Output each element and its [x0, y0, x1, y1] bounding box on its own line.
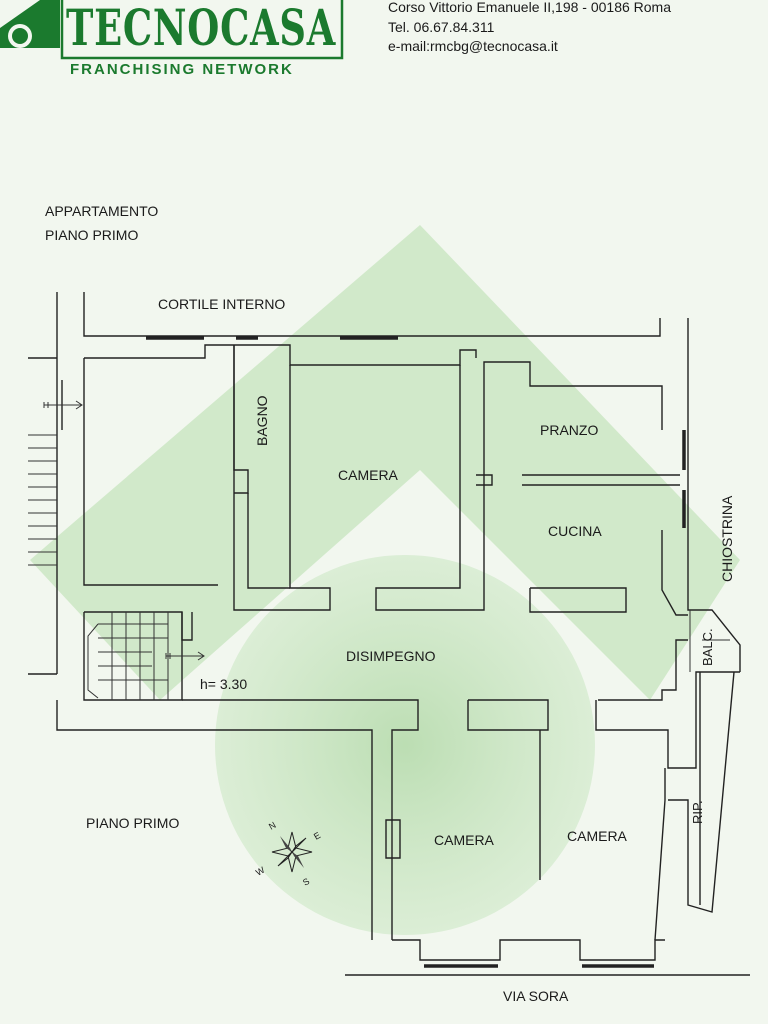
compass-s: S — [301, 876, 311, 888]
label-disimpegno: DISIMPEGNO — [346, 648, 436, 664]
contact-email: e-mail:rmcbg@tecnocasa.it — [388, 38, 558, 54]
entrance-arrow-icon — [165, 651, 205, 661]
contact-address: Corso Vittorio Emanuele II,198 - 00186 R… — [388, 0, 671, 15]
plan-title: APPARTAMENTO — [45, 203, 158, 219]
label-piano-primo: PIANO PRIMO — [86, 815, 179, 831]
contact-phone: Tel. 06.67.84.311 — [388, 19, 495, 35]
label-balc: BALC. — [700, 628, 715, 666]
entrance-arrow-icon — [43, 400, 83, 410]
walls — [28, 292, 750, 976]
label-camera-right: CAMERA — [567, 828, 628, 844]
label-chiostrina: CHIOSTRINA — [719, 495, 735, 582]
compass-n: N — [267, 820, 278, 832]
stair-steps-left — [28, 434, 57, 566]
label-cortile: CORTILE INTERNO — [158, 296, 285, 312]
brand-network: FRANCHISING NETWORK — [70, 61, 294, 78]
label-pranzo: PRANZO — [540, 422, 598, 438]
compass-e: E — [312, 830, 322, 842]
tecnocasa-logo: TECNOCASA FRANCHISING NETWORK — [0, 0, 344, 78]
label-camera-top: CAMERA — [338, 467, 399, 483]
watermark-logo — [30, 225, 740, 935]
stair-well — [87, 612, 169, 700]
label-rip: RIP. — [690, 800, 705, 824]
label-camera-left: CAMERA — [434, 832, 495, 848]
label-height: h= 3.30 — [200, 676, 247, 692]
plan-subtitle: PIANO PRIMO — [45, 227, 138, 243]
windows — [146, 336, 686, 968]
label-bagno: BAGNO — [254, 395, 270, 446]
label-cucina: CUCINA — [548, 523, 602, 539]
label-via-sora: VIA SORA — [503, 988, 569, 1004]
brand-name: TECNOCASA — [66, 0, 336, 57]
